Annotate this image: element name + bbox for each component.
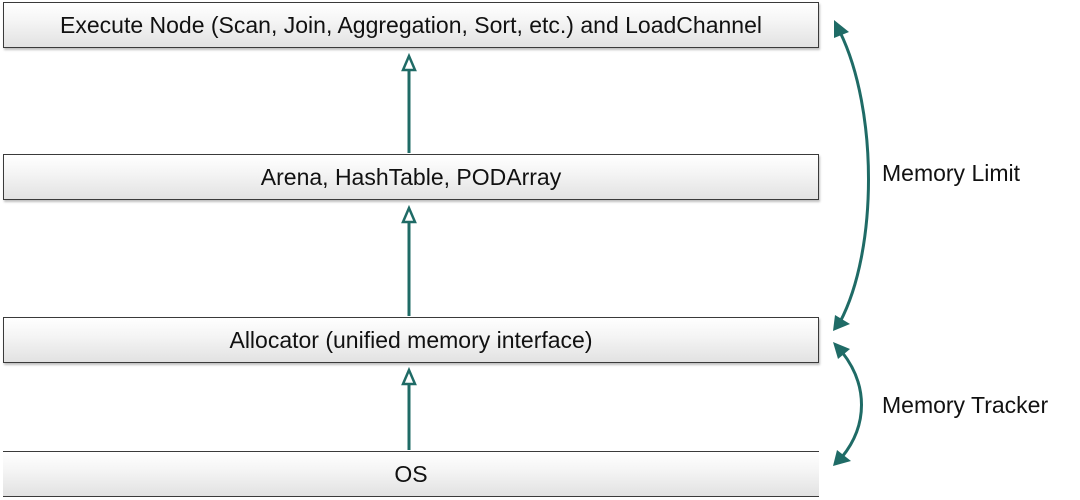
- allocator-label: Allocator (unified memory interface): [229, 326, 593, 353]
- execute-node-label: Execute Node (Scan, Join, Aggregation, S…: [60, 11, 762, 38]
- memory-limit-bracket-arrow: [833, 20, 870, 331]
- allocator-layer: Allocator (unified memory interface): [3, 317, 819, 363]
- memory-tracker-bracket-arrow: [833, 342, 863, 466]
- arrow-allocator-to-arena: [401, 204, 417, 316]
- execute-node-layer: Execute Node (Scan, Join, Aggregation, S…: [3, 2, 819, 48]
- os-layer: OS: [3, 451, 819, 497]
- arena-layer: Arena, HashTable, PODArray: [3, 154, 819, 200]
- memory-limit-label: Memory Limit: [882, 160, 1021, 186]
- arrow-os-to-allocator: [401, 366, 417, 450]
- arrow-arena-to-execute: [401, 52, 417, 153]
- os-label: OS: [394, 460, 428, 487]
- arena-label: Arena, HashTable, PODArray: [260, 163, 562, 190]
- memory-tracker-label: Memory Tracker: [882, 392, 1049, 418]
